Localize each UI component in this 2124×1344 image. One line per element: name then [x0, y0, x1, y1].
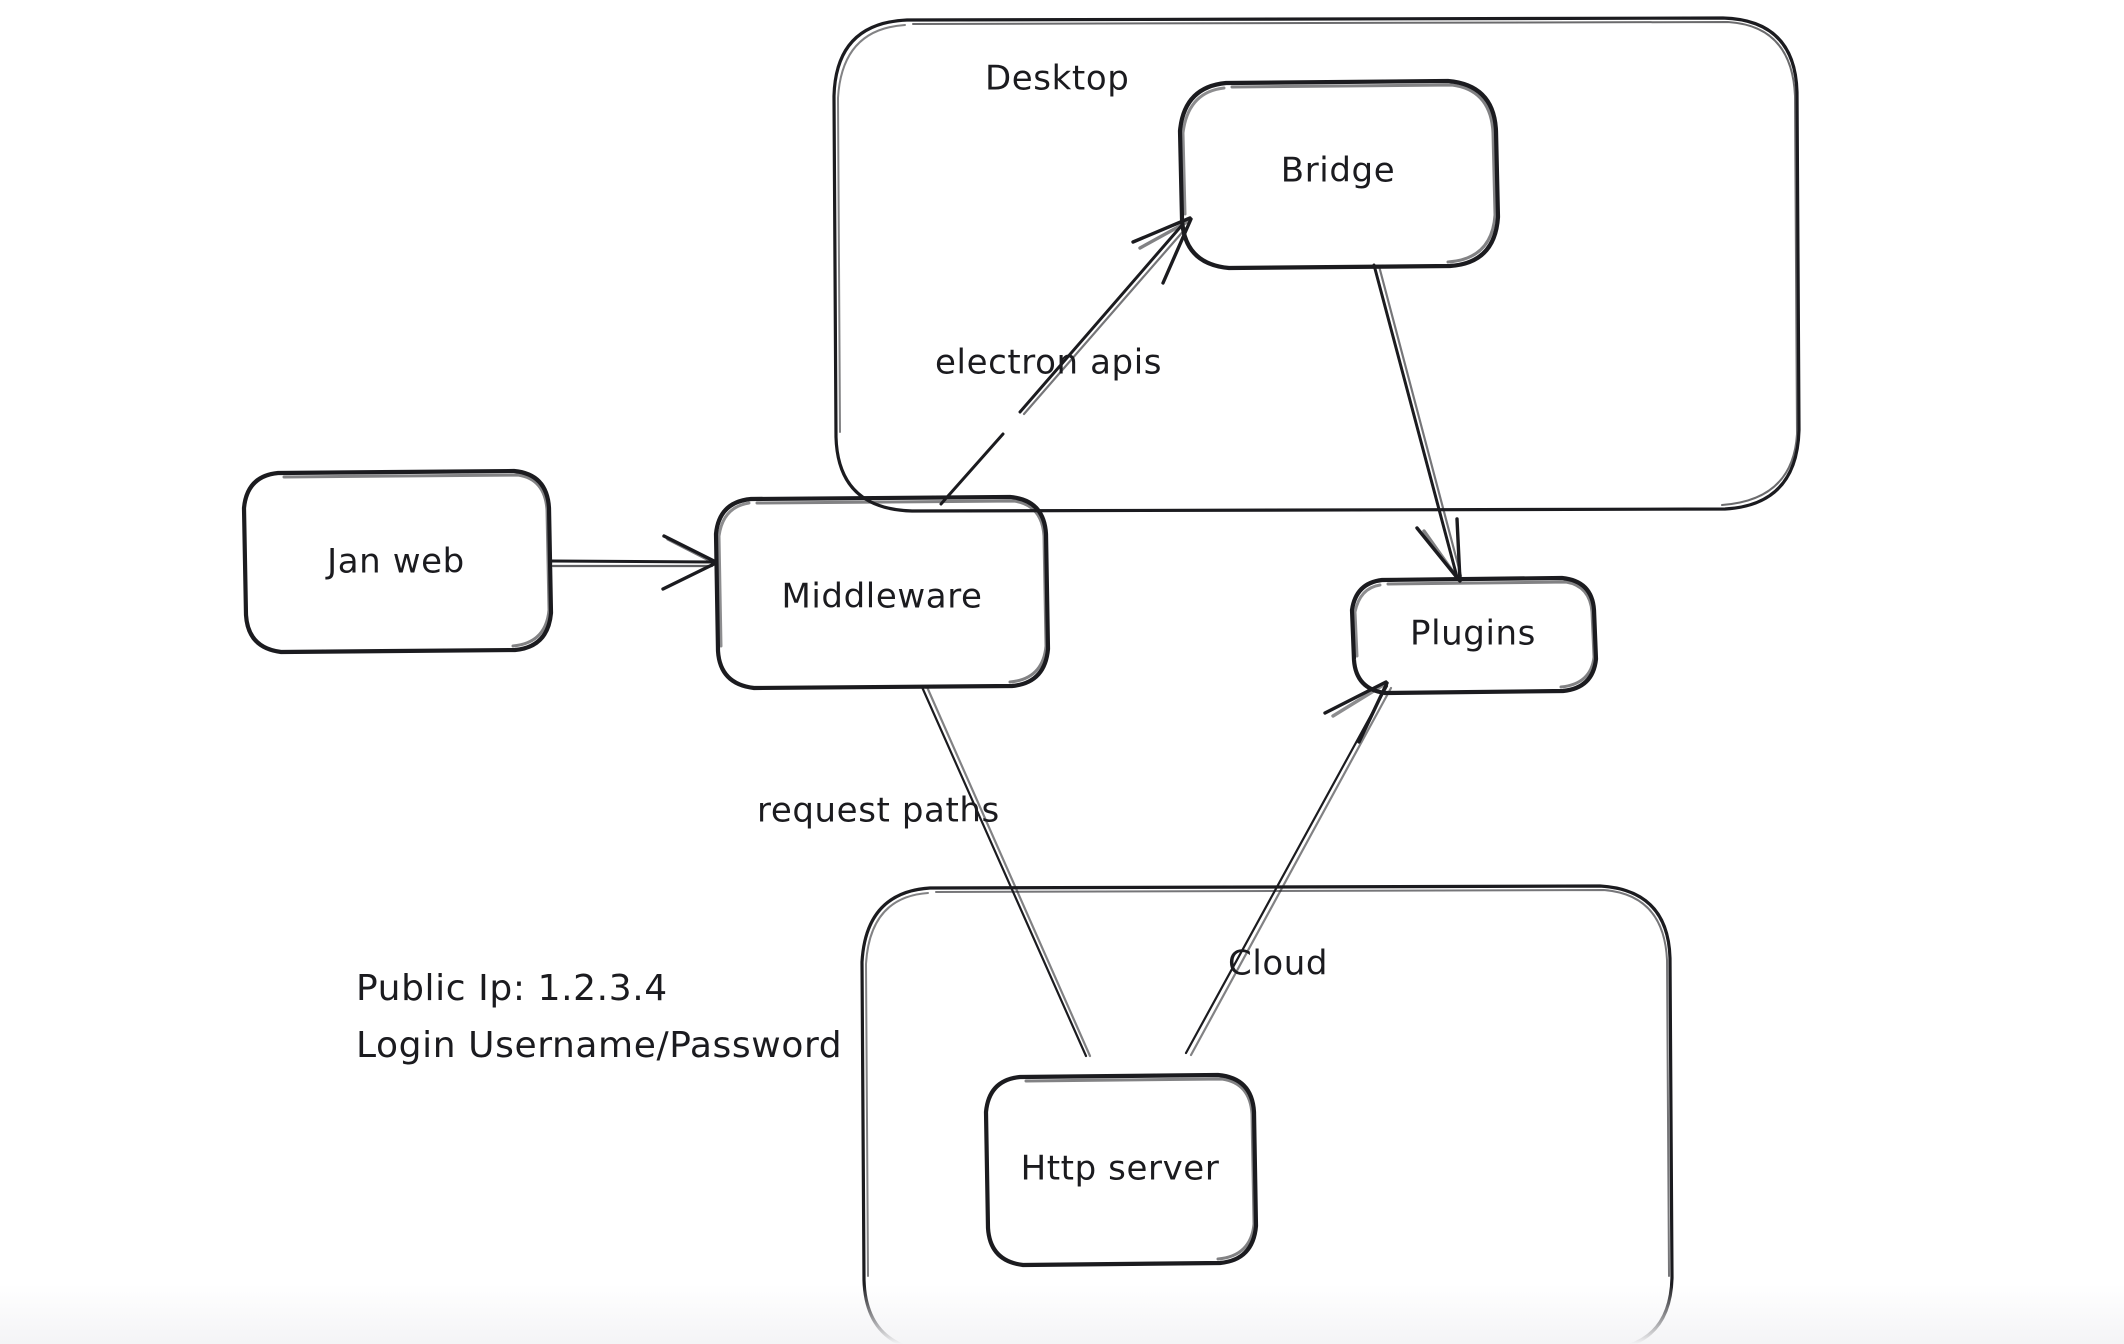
group-desktop-label: Desktop [985, 59, 1129, 99]
note-public-ip: Public Ip: 1.2.3.4 [356, 968, 668, 1009]
edge-middleware-to-bridge[interactable]: electron apis [935, 216, 1193, 506]
edge-bridge-to-plugins[interactable] [1372, 263, 1463, 583]
edge-label-request-paths: request paths [757, 791, 1000, 831]
edge-middleware-to-httpserver[interactable]: request paths [757, 685, 1092, 1058]
note-login: Login Username/Password [356, 1025, 842, 1066]
node-http-server[interactable]: Http server [983, 1072, 1259, 1268]
node-middleware[interactable]: Middleware [713, 494, 1051, 691]
group-cloud[interactable] [860, 884, 1674, 1344]
node-plugins-label: Plugins [1410, 614, 1536, 654]
node-jan-web[interactable]: Jan web [241, 468, 554, 655]
group-desktop[interactable]: Desktop [832, 16, 1801, 513]
node-jan-web-label: Jan web [325, 542, 465, 582]
node-middleware-label: Middleware [781, 577, 982, 617]
edge-janweb-to-middleware[interactable] [549, 534, 718, 591]
notes-block: Public Ip: 1.2.3.4 Login Username/Passwo… [356, 968, 842, 1066]
edge-httpserver-to-plugins[interactable]: Cloud [1184, 680, 1393, 1057]
node-http-server-label: Http server [1021, 1149, 1220, 1189]
edge-label-cloud: Cloud [1228, 944, 1328, 984]
node-bridge[interactable]: Bridge [1177, 78, 1501, 271]
node-plugins[interactable]: Plugins [1349, 575, 1599, 696]
node-bridge-label: Bridge [1281, 151, 1395, 191]
edge-label-electron-apis: electron apis [935, 343, 1162, 383]
